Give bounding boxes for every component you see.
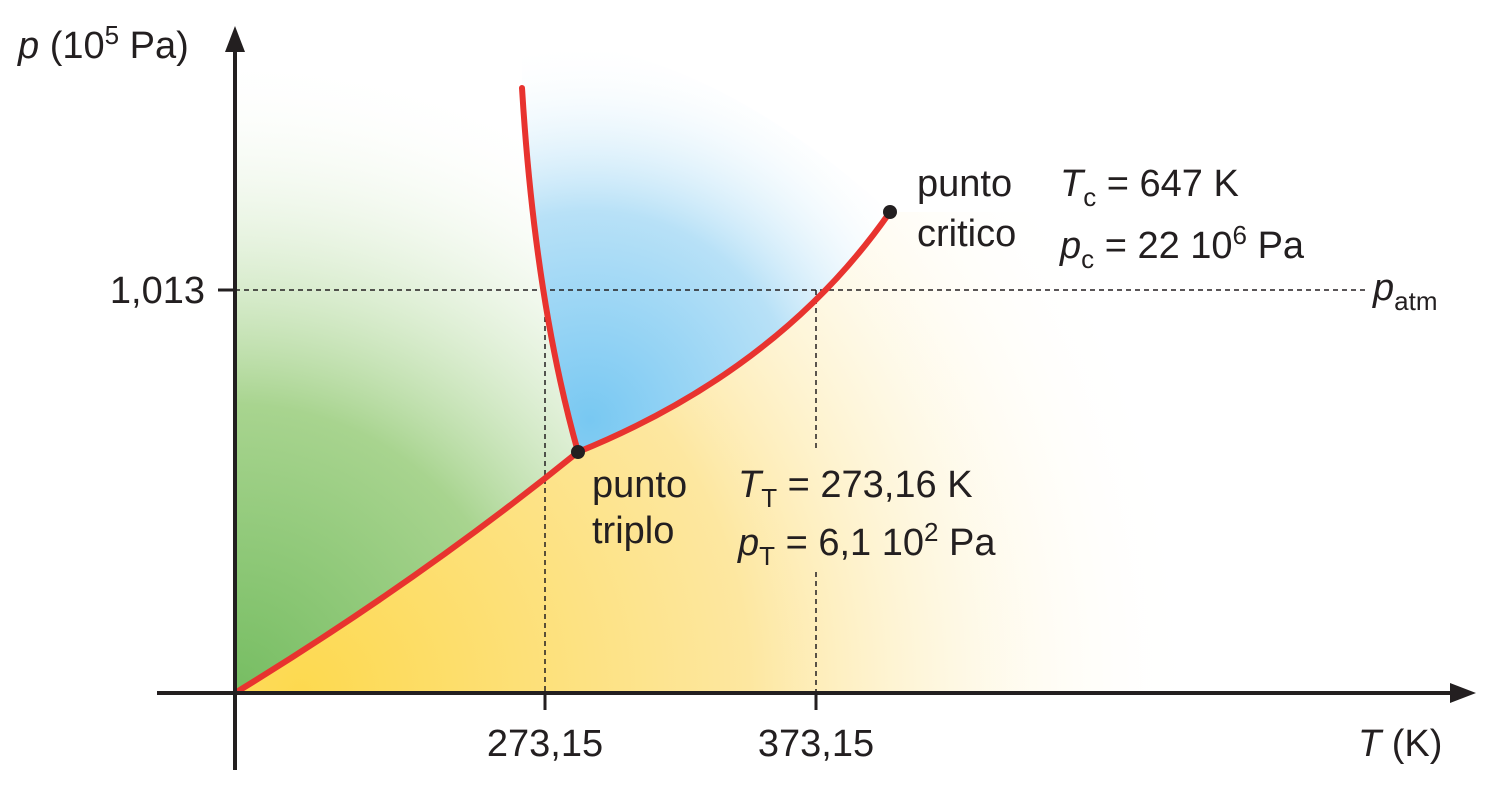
- x-axis-arrowhead: [1450, 683, 1476, 703]
- critical-pressure: pc = 22 106 Pa: [1059, 220, 1305, 274]
- critical-point-label-line1: punto: [917, 163, 1012, 205]
- y-axis-label: p (105 Pa): [17, 20, 189, 67]
- solid-region: [235, 40, 578, 693]
- x-tick-label-1: 273,15: [487, 723, 603, 765]
- y-tick-label: 1,013: [110, 270, 205, 312]
- triple-point-label-line1: punto: [592, 464, 687, 506]
- critical-point: [883, 205, 897, 219]
- vapor-region: [235, 212, 1240, 693]
- y-axis-arrowhead: [225, 26, 245, 52]
- patm-label: patm: [1372, 267, 1437, 316]
- x-tick-label-2: 373,15: [758, 723, 874, 765]
- triple-temperature: TT = 273,16 K: [738, 464, 973, 513]
- critical-temperature: Tc = 647 K: [1060, 163, 1239, 212]
- triple-pressure: pT = 6,1 102 Pa: [737, 517, 996, 571]
- x-axis-label: T (K): [1358, 723, 1442, 765]
- critical-point-label-line2: critico: [917, 213, 1016, 255]
- triple-point: [571, 445, 585, 459]
- liquid-region: [522, 40, 890, 452]
- melting-curve: [519, 85, 581, 455]
- triple-point-label-line2: triplo: [592, 510, 674, 552]
